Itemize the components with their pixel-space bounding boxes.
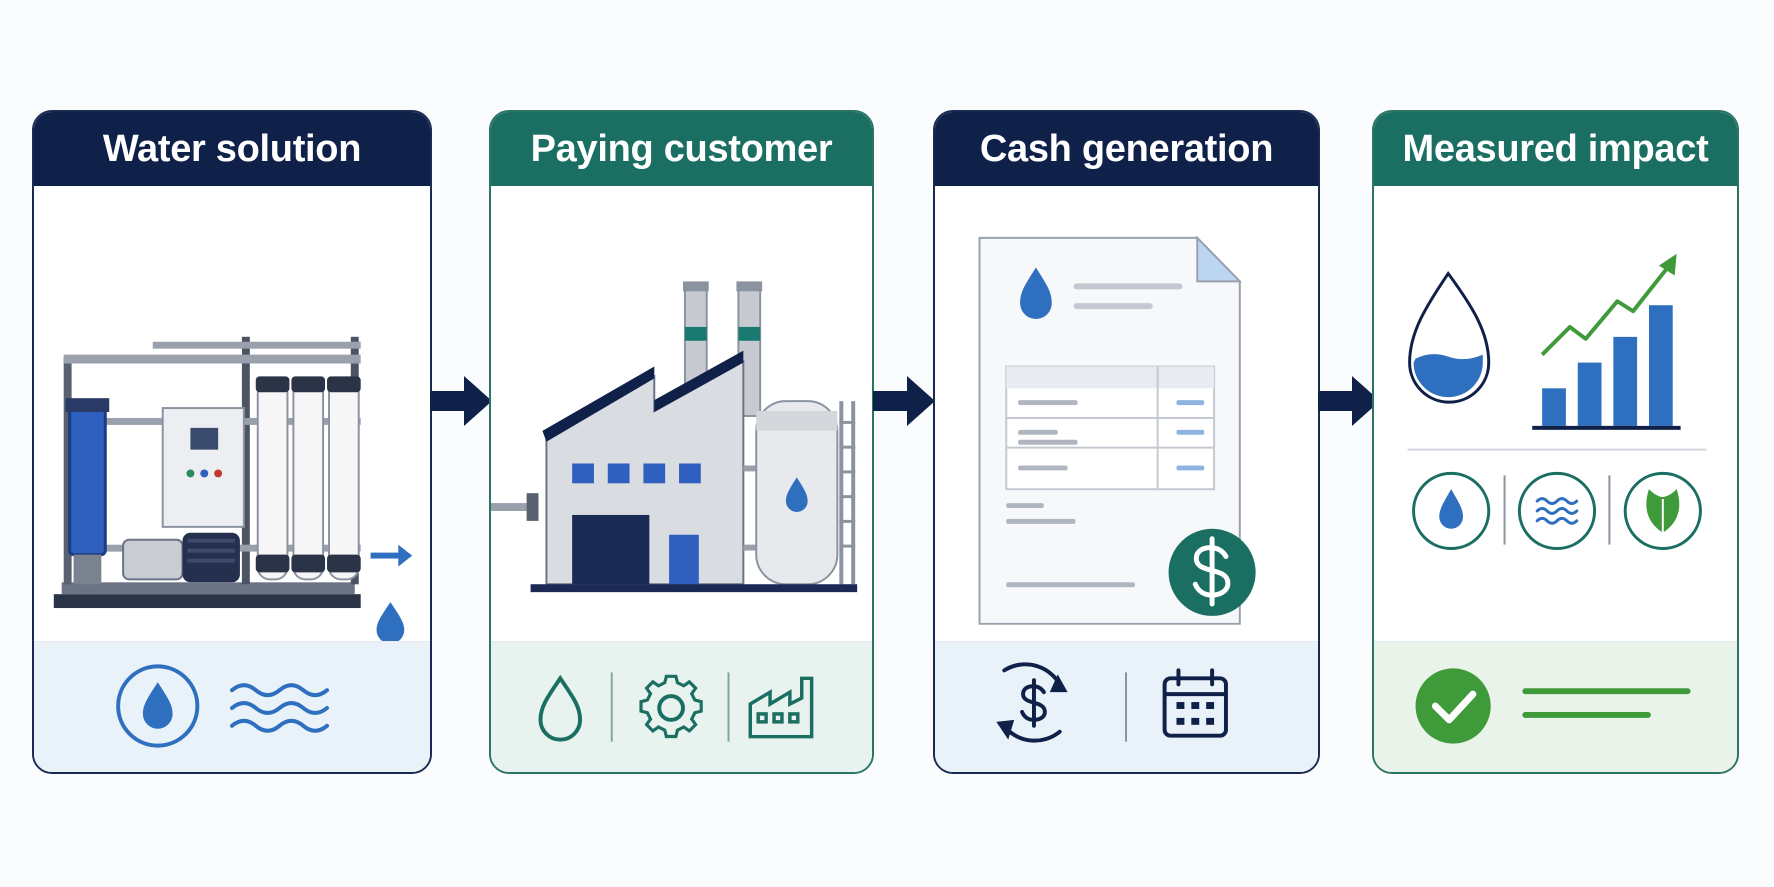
flow-arrow-2 <box>873 372 937 430</box>
dollar-coin-icon <box>1168 528 1256 616</box>
factory-with-tank-icon <box>491 186 872 644</box>
recurring-dollar-icon <box>996 662 1068 743</box>
flow-arrow-3 <box>1318 372 1382 430</box>
waves-icon <box>230 683 330 733</box>
waves-badge-icon <box>1517 471 1597 551</box>
factory-icon <box>748 676 814 739</box>
step-footer-cash-generation <box>935 641 1318 772</box>
water-drop-badge-icon <box>1412 471 1491 551</box>
step-card-measured-impact: Measured impact <box>1372 110 1739 774</box>
step-title-measured-impact: Measured impact <box>1374 112 1737 186</box>
water-treatment-system-icon <box>34 186 430 644</box>
water-drop-circle-icon <box>116 664 200 748</box>
flow-arrow-1 <box>430 372 494 430</box>
leaf-badge-icon <box>1623 471 1702 551</box>
water-level-drop-icon <box>1408 270 1491 404</box>
invoice-document-icon <box>935 186 1318 644</box>
step-title-paying-customer: Paying customer <box>491 112 872 186</box>
step-footer-paying-customer <box>491 641 872 772</box>
step-card-paying-customer: Paying customer <box>489 110 874 774</box>
step-card-cash-generation: Cash generation <box>933 110 1320 774</box>
gear-icon <box>639 674 703 739</box>
step-footer-measured-impact <box>1374 641 1737 772</box>
step-footer-water-solution <box>34 641 430 772</box>
impact-metrics-art <box>1374 186 1737 644</box>
calendar-icon <box>1162 668 1228 738</box>
step-title-cash-generation: Cash generation <box>935 112 1318 186</box>
growth-bar-chart-icon <box>1532 253 1681 430</box>
water-drop-icon <box>538 674 583 742</box>
step-title-water-solution: Water solution <box>34 112 430 186</box>
checkmark-circle-icon <box>1415 668 1491 744</box>
step-card-water-solution: Water solution <box>32 110 432 774</box>
